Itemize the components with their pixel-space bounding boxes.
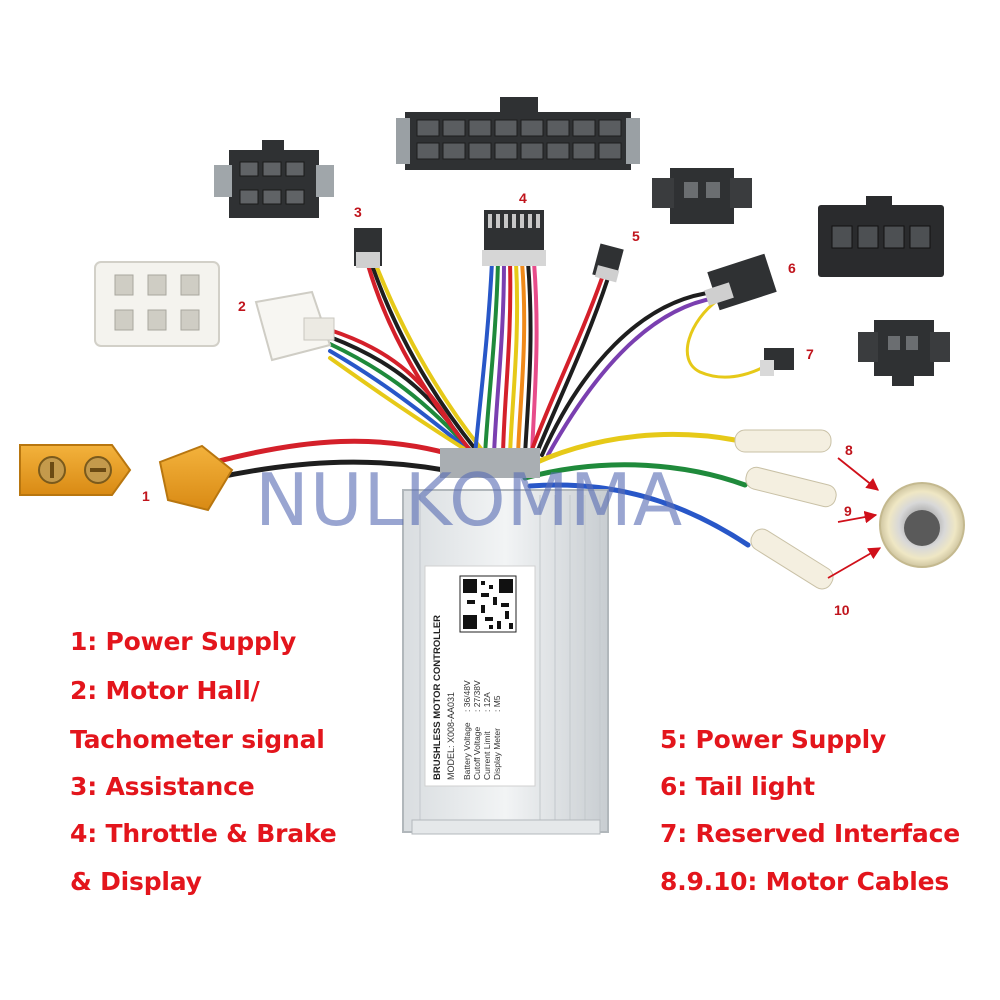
legend-left-4: 3: Assistance — [70, 772, 255, 801]
hall-sensor-plug — [254, 290, 335, 362]
legend-left-1: 1: Power Supply — [70, 627, 297, 656]
spec-value-current: : 12A — [482, 692, 492, 712]
callout-7: 7 — [806, 346, 814, 362]
assistance-plug — [354, 228, 382, 268]
callout-9: 9 — [844, 503, 852, 519]
legend-left-2: 2: Motor Hall/ — [70, 676, 260, 705]
motor-controller-box: BRUSHLESS MOTOR CONTROLLER MODEL: X008-A… — [402, 448, 609, 835]
callout-10: 10 — [834, 602, 850, 618]
spec-name-cutoff: Cutoff Voltage — [472, 726, 482, 780]
callout-6: 6 — [788, 260, 796, 276]
connector-housing-4pin — [818, 196, 944, 277]
connector-housing-6pin-white — [94, 261, 220, 347]
callout-1: 1 — [142, 488, 150, 504]
connector-housing-2pin-small — [858, 320, 950, 386]
spec-name-current: Current Limit — [482, 731, 492, 780]
legend-right-2: 6: Tail light — [660, 772, 815, 801]
connector-housing-8pin — [396, 97, 640, 170]
legend-left-5: 4: Throttle & Brake — [70, 819, 337, 848]
xt60-connector-male — [158, 444, 234, 512]
spec-name-battery: Battery Voltage — [462, 722, 472, 780]
controller-model: MODEL: X008-AA031 — [446, 692, 456, 780]
power-supply-plug — [592, 243, 624, 283]
legend-left-3: Tachometer signal — [70, 725, 325, 754]
callout-3: 3 — [354, 204, 362, 220]
reserved-interface-plug — [760, 348, 794, 376]
legend-right-4: 8.9.10: Motor Cables — [660, 867, 950, 896]
throttle-brake-display-plug — [482, 210, 546, 266]
callout-2: 2 — [238, 298, 246, 314]
controller-title: BRUSHLESS MOTOR CONTROLLER — [432, 615, 443, 780]
spec-value-cutoff: : 27/38V — [472, 680, 482, 712]
xt60-connector-female — [19, 444, 132, 496]
callout-4: 4 — [519, 190, 527, 206]
connector-housing-2pin — [652, 168, 752, 224]
legend-left-6: & Display — [70, 867, 202, 896]
spec-name-display: Display Meter — [492, 728, 502, 780]
connector-housing-3pin — [214, 140, 334, 218]
tail-light-plug — [704, 253, 777, 311]
callout-8: 8 — [845, 442, 853, 458]
watermark-text: NULKOMMA — [255, 458, 684, 542]
qr-code — [459, 575, 517, 633]
spec-value-display: : M5 — [492, 695, 502, 712]
wire-harness — [212, 260, 774, 548]
motor-cable-terminals — [734, 429, 837, 590]
legend-right-3: 7: Reserved Interface — [660, 819, 960, 848]
callout-5: 5 — [632, 228, 640, 244]
legend-right-1: 5: Power Supply — [660, 725, 887, 754]
motor-icon — [879, 482, 965, 568]
spec-value-battery: : 36/48V — [462, 680, 472, 712]
callout-arrows — [827, 457, 882, 579]
